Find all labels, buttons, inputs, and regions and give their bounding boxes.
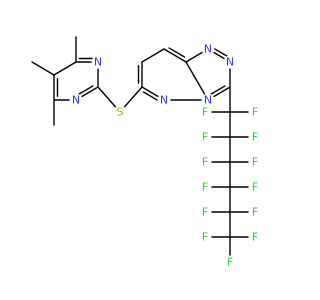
atom-f1: F — [198, 105, 212, 119]
double-bond-c9-tn3 — [208, 85, 226, 96]
atom-f7: F — [198, 180, 212, 194]
atom-label: N — [204, 94, 212, 107]
double-bond-pn-c5 — [142, 91, 160, 102]
atom-background — [69, 93, 83, 107]
atom-label: F — [252, 206, 258, 219]
atom-label: N — [72, 94, 80, 107]
atom-background — [113, 105, 127, 119]
atom-background — [201, 93, 215, 107]
atom-label: N — [226, 56, 234, 69]
bond-c1-c2 — [53, 61, 77, 76]
atom-background — [91, 55, 105, 69]
atom-label: F — [252, 231, 258, 244]
atom-tn2: N — [223, 55, 237, 69]
atom-background — [198, 180, 212, 194]
atom-background — [198, 130, 212, 144]
atom-f10: F — [248, 205, 262, 219]
atom-label: F — [202, 181, 208, 194]
atom-label: N — [94, 56, 102, 69]
atom-f12: F — [248, 230, 262, 244]
atom-background — [157, 93, 171, 107]
atom-label: F — [252, 106, 258, 119]
atom-background — [248, 130, 262, 144]
bond-layer — [31, 36, 256, 263]
atom-label: S — [117, 106, 124, 119]
atom-label: F — [202, 231, 208, 244]
atom-background — [198, 105, 212, 119]
atom-s: S — [113, 105, 127, 119]
atom-f5: F — [198, 155, 212, 169]
atom-background — [248, 180, 262, 194]
atom-f3: F — [198, 130, 212, 144]
atom-f9: F — [198, 205, 212, 219]
double-bond-c3-n2 — [76, 85, 94, 96]
atom-background — [248, 205, 262, 219]
atom-label: F — [252, 181, 258, 194]
atom-background — [248, 105, 262, 119]
atom-f6: F — [248, 155, 262, 169]
atom-background — [198, 230, 212, 244]
double-bond-tn1-tn2 — [212, 47, 230, 58]
atom-label: F — [202, 106, 208, 119]
atom-label: F — [202, 156, 208, 169]
atom-background — [198, 205, 212, 219]
bond-tn3-c8 — [185, 61, 209, 101]
atom-tn1: N — [201, 42, 215, 56]
atom-f8: F — [248, 180, 262, 194]
atom-label: F — [202, 206, 208, 219]
atom-label: F — [227, 256, 233, 269]
atom-f2: F — [248, 105, 262, 119]
atom-background — [248, 155, 262, 169]
atom-f4: F — [248, 130, 262, 144]
atom-label: F — [202, 131, 208, 144]
atom-label: F — [252, 131, 258, 144]
atom-f13: F — [223, 255, 237, 269]
atom-tn3: N — [201, 93, 215, 107]
atom-background — [223, 255, 237, 269]
atom-label: N — [204, 43, 212, 56]
double-bond-c7-c8 — [168, 47, 186, 58]
atom-background — [223, 55, 237, 69]
atom-background — [248, 230, 262, 244]
bond-c6-c7 — [141, 48, 165, 63]
atom-label: F — [252, 156, 258, 169]
atom-label: N — [160, 94, 168, 107]
atom-background — [201, 42, 215, 56]
atom-n1: N — [91, 55, 105, 69]
atom-n2: N — [69, 93, 83, 107]
atom-background — [198, 155, 212, 169]
bond-c7-c8 — [163, 48, 187, 63]
bond-c2-me2 — [31, 61, 55, 76]
atom-f11: F — [198, 230, 212, 244]
atom-pn: N — [157, 93, 171, 107]
